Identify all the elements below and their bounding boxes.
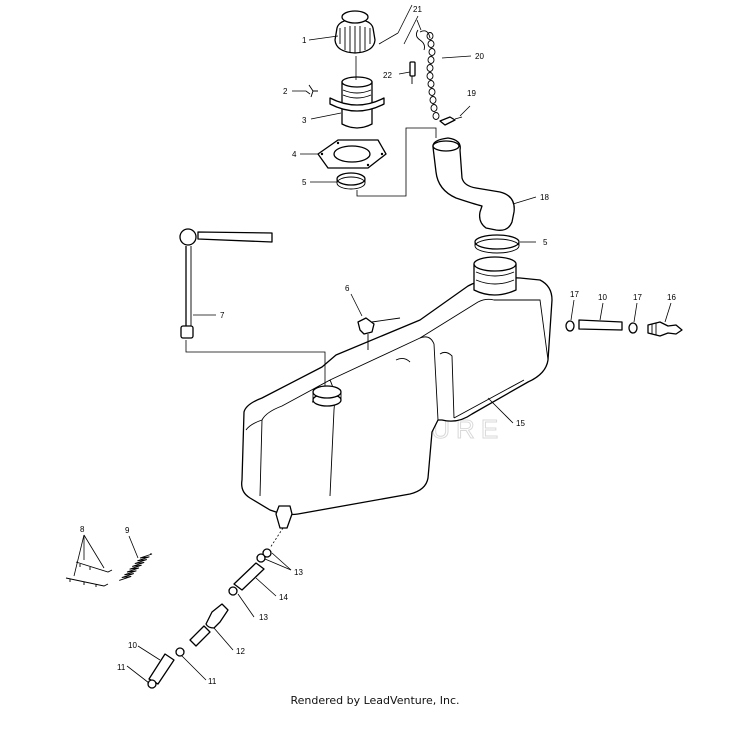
callout-1: 1: [302, 36, 307, 45]
chain-link: [428, 88, 436, 96]
chain-link: [432, 112, 440, 120]
hose-clamp-lower: [474, 234, 520, 254]
retaining-pin: [308, 84, 318, 98]
callout-18: 18: [540, 193, 549, 202]
fuel-gauge-sender: [179, 228, 273, 339]
chain-link: [426, 64, 434, 72]
callout-5: 5: [302, 178, 307, 187]
callout-19: 19: [467, 89, 476, 98]
callout-4: 4: [292, 150, 297, 159]
callout-20: 20: [475, 52, 484, 61]
vent-line-parts: [565, 319, 683, 337]
chain-link: [426, 72, 434, 80]
callout-8: 8: [80, 525, 85, 534]
render-credit: Rendered by LeadVenture, Inc.: [290, 694, 460, 707]
fuel-cap: [334, 10, 376, 54]
fuel-tank-parts-diagram: LEADVENTURE: [65, 4, 683, 689]
hose-clamp-upper: [336, 172, 366, 190]
vent-elbow: [357, 317, 401, 350]
fuel-tank: [241, 256, 553, 529]
chain-link: [428, 48, 436, 56]
vent-fitting: [439, 116, 463, 126]
callout-leaders: [73, 19, 672, 684]
chain-link: [429, 96, 437, 104]
callout-11b: 11: [208, 677, 217, 686]
callout-12: 12: [236, 647, 245, 656]
callout-15: 15: [516, 419, 525, 428]
callout-14: 14: [279, 593, 288, 602]
chain-link: [430, 104, 438, 112]
callout-numbers: 1 2 3 4 5 5 6 7 8 9 10 10 11 11 12 13 13…: [80, 5, 676, 686]
callout-11: 11: [117, 663, 126, 672]
callout-3: 3: [302, 116, 307, 125]
callout-10b: 10: [128, 641, 137, 650]
chain-link: [427, 56, 435, 64]
tie-straps: [65, 561, 113, 587]
filler-hose: [432, 137, 515, 231]
callout-2: 2: [283, 87, 288, 96]
callout-5b: 5: [543, 238, 548, 247]
tether-screw: [409, 61, 416, 84]
fuel-line-parts: [147, 527, 284, 689]
callout-21: 21: [413, 5, 422, 14]
chain-link: [427, 40, 435, 48]
filler-neck: [329, 76, 385, 129]
callout-9: 9: [125, 526, 130, 535]
callout-17: 17: [570, 290, 579, 299]
neck-gasket: [317, 139, 387, 169]
callout-13: 13: [294, 568, 303, 577]
callout-13b: 13: [259, 613, 268, 622]
callout-7: 7: [220, 311, 225, 320]
callout-17b: 17: [633, 293, 642, 302]
chain-link: [427, 80, 435, 88]
callout-6: 6: [345, 284, 350, 293]
callout-22: 22: [383, 71, 392, 80]
chain-link: [426, 32, 434, 40]
callout-10: 10: [598, 293, 607, 302]
assembly-connector-lines: [185, 4, 437, 386]
cap-tether-chain: [415, 29, 440, 120]
callout-16: 16: [667, 293, 676, 302]
hose-spring: [119, 553, 153, 581]
